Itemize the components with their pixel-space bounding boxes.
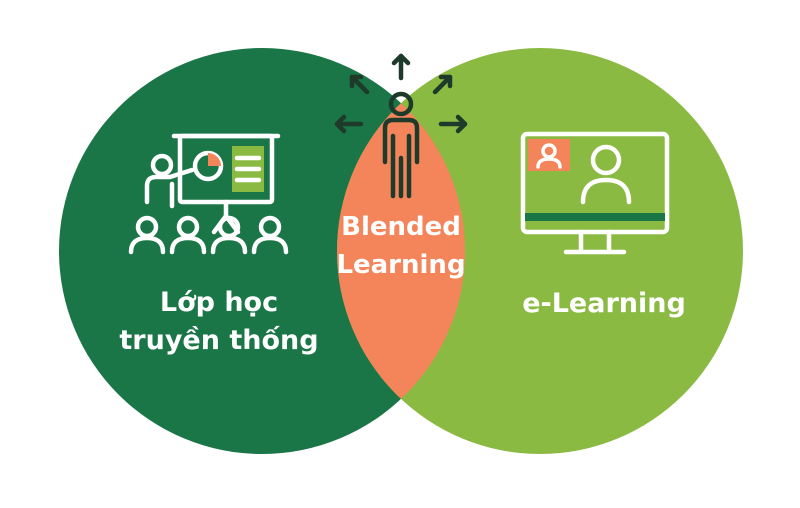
blended-learning-label-line2: Learning [336,250,465,280]
traditional-class-label-line2: truyền thống [119,325,318,356]
computer-video-call-icon [520,131,670,255]
left-circle [59,48,465,454]
classroom-presentation-icon [128,133,289,255]
traditional-class-label-line1: Lớp học [160,287,278,318]
e-learning-label: e-Learning [522,288,686,319]
person-arrows-icon [334,53,468,199]
right-circle [337,48,743,454]
blended-learning-label-line1: Blended [341,212,461,242]
